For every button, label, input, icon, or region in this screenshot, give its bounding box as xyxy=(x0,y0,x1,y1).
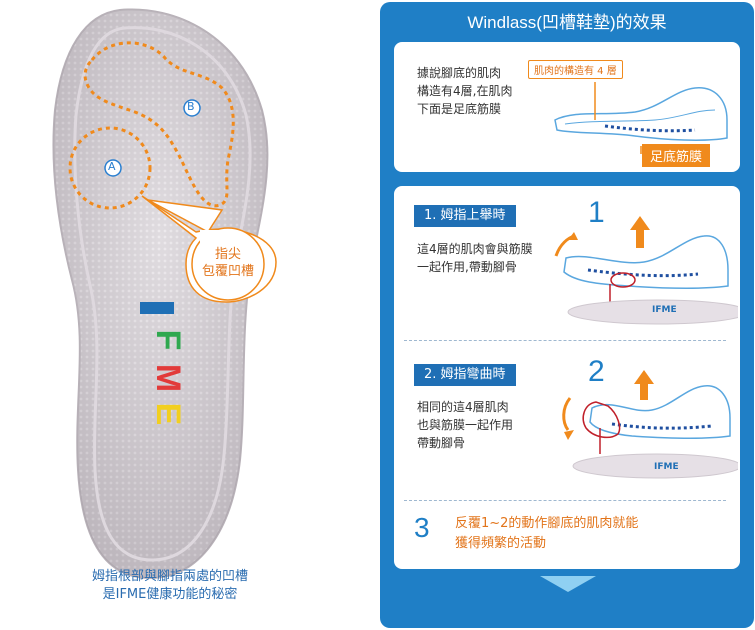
step1-label: 1. 姆指上舉時 xyxy=(414,205,516,227)
step2-text: 相同的這4層肌肉 也與筋膜一起作用 帶動腳骨 xyxy=(417,398,513,452)
intro-line-2: 構造有4層,在肌肉 xyxy=(417,84,513,98)
down-arrow-icon xyxy=(540,576,596,592)
step2-line-2: 也與筋膜一起作用 xyxy=(417,418,514,432)
caption-line-1: 姆指根部與腳指兩處的凹槽 xyxy=(91,569,248,584)
step2-number: 2 xyxy=(588,355,605,388)
svg-text:E: E xyxy=(149,403,187,426)
step1-line-1: 這4層的肌肉會與筋膜 xyxy=(417,242,533,256)
step1-text: 這4層的肌肉會與筋膜 一起作用,帶動腳骨 xyxy=(417,240,533,276)
marker-b-label: B xyxy=(187,100,195,113)
svg-text:F: F xyxy=(149,330,187,351)
step1-foot-diagram-icon xyxy=(554,216,738,325)
step3-number: 3 xyxy=(414,512,430,543)
panel-title: Windlass(凹槽鞋墊)的效果 xyxy=(467,13,667,32)
step1-mini-logo: IFME xyxy=(652,305,677,315)
caption-line-2: 是IFME健康功能的秘密 xyxy=(102,587,238,602)
bubble-text: 指尖 包覆凹槽 xyxy=(192,246,264,280)
fascia-label: 足底筋膜 xyxy=(642,144,711,167)
insole-caption: 姆指根部與腳指兩處的凹槽 是IFME健康功能的秘密 xyxy=(20,568,320,604)
step1-number: 1 xyxy=(588,196,605,229)
marker-b-icon xyxy=(183,99,201,117)
insole-illustration: F M E xyxy=(52,8,277,580)
marker-a-icon xyxy=(104,159,122,177)
ifme-logo-icon: F M E xyxy=(140,302,187,425)
step2-label: 2. 姆指彎曲時 xyxy=(414,364,516,386)
step3-line-2: 獲得頻繁的活動 xyxy=(455,536,547,551)
svg-text:M: M xyxy=(149,364,187,392)
intro-line-3: 下面是足底筋膜 xyxy=(417,102,502,116)
recess-b-outline xyxy=(83,41,235,208)
step1-line-2: 一起作用,帶動腳骨 xyxy=(417,260,517,274)
step3-line-1: 反覆1~2的動作腳底的肌肉就能 xyxy=(455,516,639,531)
marker-a-label: A xyxy=(108,160,116,173)
bubble-line-2: 包覆凹槽 xyxy=(201,264,254,279)
step3-text: 反覆1~2的動作腳底的肌肉就能 獲得頻繁的活動 xyxy=(455,514,638,554)
muscle-layers-callout: 肌肉的構造有 4 層 xyxy=(528,60,623,79)
step2-line-3: 帶動腳骨 xyxy=(417,436,466,450)
step2-foot-diagram-icon xyxy=(562,370,738,479)
recess-a-outline xyxy=(68,126,152,210)
foot-muscle-diagram-icon xyxy=(554,82,728,154)
bubble-line-1: 指尖 xyxy=(214,247,241,262)
step2-mini-logo: IFME xyxy=(654,462,679,472)
divider-2 xyxy=(404,500,726,501)
intro-line-1: 據說腳底的肌肉 xyxy=(417,66,502,80)
step2-line-1: 相同的這4層肌肉 xyxy=(417,400,509,414)
intro-text: 據說腳底的肌肉 構造有4層,在肌肉 下面是足底筋膜 xyxy=(417,64,512,118)
divider-1 xyxy=(404,340,726,341)
